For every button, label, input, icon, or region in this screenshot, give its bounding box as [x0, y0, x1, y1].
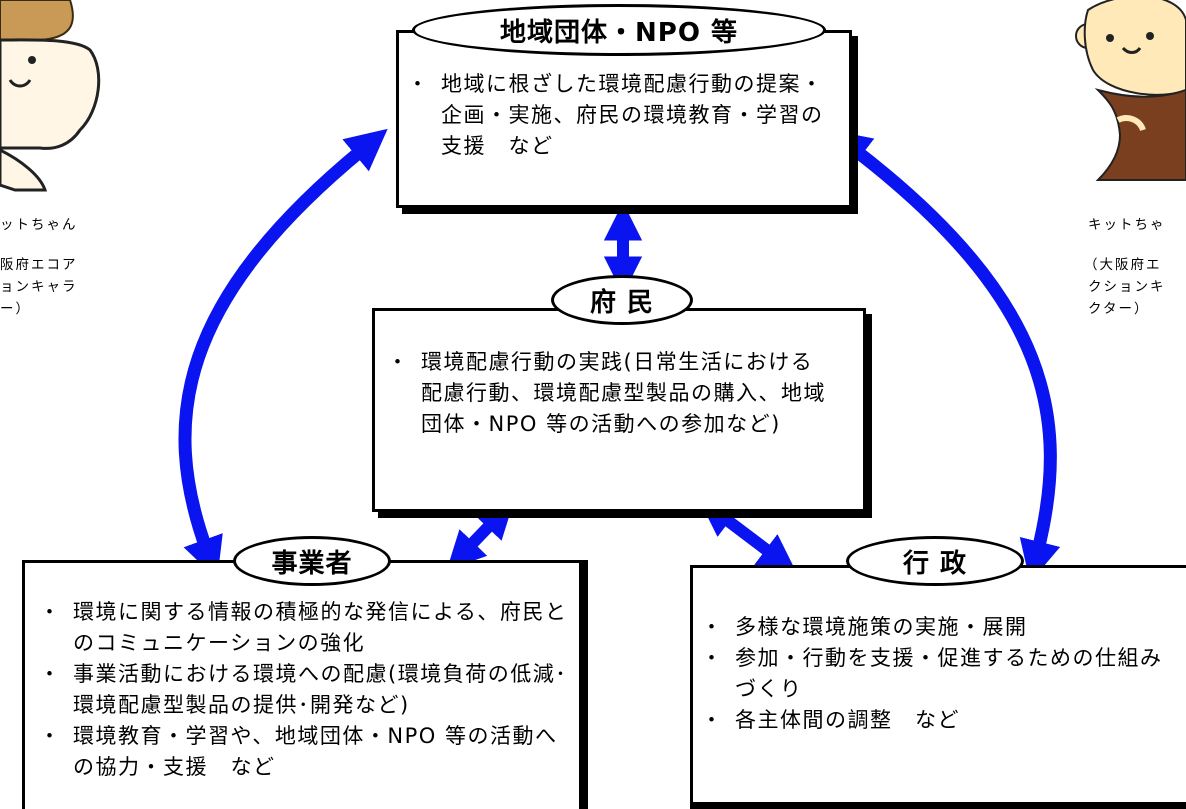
community-title: 地域団体・NPO 等 — [412, 4, 826, 56]
citizens-box: 環境配慮行動の実践(日常生活における配慮行動、環境配慮型製品の購入、地域団体・N… — [372, 308, 866, 512]
business-title: 事業者 — [233, 536, 391, 586]
mascot-right-desc-2: クションキ — [1088, 279, 1166, 295]
government-item-1: 多様な環境施策の実施・展開 — [695, 612, 1176, 643]
mascot-right-desc-3: クター） — [1088, 301, 1150, 317]
mascot-right-name: キットちゃ — [1088, 217, 1166, 233]
mascot-left-desc-2: ョンキャラ — [0, 279, 78, 295]
mascot-left-desc-3: ー） — [0, 301, 31, 317]
mascot-left-name: ットちゃん — [0, 217, 78, 233]
mascot-left-desc-1: 阪府エコア — [0, 257, 78, 273]
arrow-community-business — [178, 128, 388, 580]
community-item-1: 地域に根ざした環境配慮行動の提案・企画・実施、府民の環境教育・学習の支援 など — [401, 69, 835, 162]
government-item-2: 参加・行動を支援・促進するための仕組みづくり — [695, 643, 1176, 705]
arrow-citizens-government — [698, 498, 797, 573]
business-item-1: 環境に関する情報の積極的な発信による、府民とのコミュニケーションの強化 — [33, 597, 569, 659]
mascot-right-desc-1: （大阪府エ — [1084, 257, 1162, 273]
citizens-title: 府 民 — [551, 275, 693, 325]
business-box: 環境に関する情報の積極的な発信による、府民とのコミュニケーションの強化 事業活動… — [22, 560, 582, 809]
government-title: 行 政 — [846, 536, 1024, 586]
mascot-left-illustration — [0, 0, 101, 192]
government-box: 多様な環境施策の実施・展開 参加・行動を支援・促進するための仕組みづくり 各主体… — [690, 565, 1186, 805]
arrow-citizens-business — [446, 499, 515, 571]
government-item-3: 各主体間の調整 など — [695, 705, 1176, 736]
arrow-community-government — [828, 129, 1061, 583]
citizens-item-1: 環境配慮行動の実践(日常生活における配慮行動、環境配慮型製品の購入、地域団体・N… — [381, 347, 835, 440]
community-box: 地域に根ざした環境配慮行動の提案・企画・実施、府民の環境教育・学習の支援 など — [396, 30, 852, 208]
business-item-2: 事業活動における環境への配慮(環境負荷の低減･環境配慮型製品の提供･開発など) — [33, 659, 569, 721]
mascot-right-illustration — [1075, 0, 1186, 181]
business-item-3: 環境教育・学習や、地域団体・NPO 等の活動への協力・支援 など — [33, 721, 569, 783]
